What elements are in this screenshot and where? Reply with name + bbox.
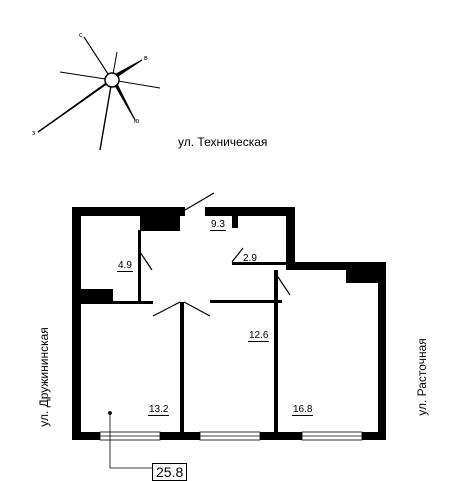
- walls: [72, 207, 386, 440]
- compass-west-label: з: [32, 130, 36, 137]
- total-area-leader: [108, 411, 152, 469]
- compass-east-label: в: [144, 55, 148, 62]
- room-area-bathroom-left: 4.9: [117, 260, 133, 272]
- street-left-label: ул. Дружининская: [37, 327, 51, 427]
- windows: [99, 431, 363, 441]
- total-area: 25.8: [152, 463, 188, 481]
- room-area-right: 16.8: [292, 404, 314, 416]
- street-top-label: ул. Техническая: [178, 135, 268, 149]
- street-right-label: ул. Расточная: [415, 338, 429, 416]
- room-area-bathroom-right: 2.9: [242, 253, 258, 265]
- compass-north-label: с: [79, 32, 83, 39]
- room-area-hall: 9.3: [210, 219, 226, 231]
- doors: [139, 192, 291, 317]
- room-area-kitchen: 13.2: [148, 404, 170, 416]
- compass-rose-icon: [37, 36, 161, 151]
- compass-south-label: ю: [134, 118, 140, 125]
- room-area-middle: 12.6: [248, 330, 270, 342]
